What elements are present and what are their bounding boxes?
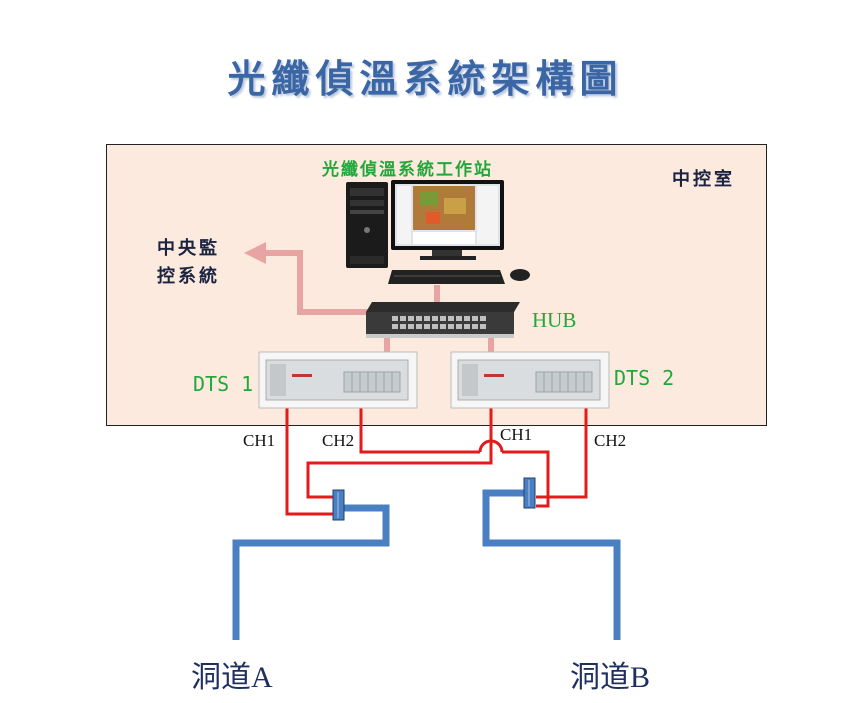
tunnel-b-label: 洞道B bbox=[570, 661, 651, 694]
hub-switch-icon bbox=[366, 302, 520, 338]
dts1-ch2-label: CH2 bbox=[322, 431, 355, 450]
coupler-b bbox=[523, 477, 536, 509]
dts2-ch2-fiber bbox=[536, 407, 588, 499]
tunnel-cables bbox=[232, 489, 621, 640]
fiber-lines bbox=[285, 407, 588, 516]
pc-tower-icon bbox=[346, 182, 388, 268]
hub-label: HUB bbox=[532, 308, 577, 332]
central-system-label-line1: 中央監 bbox=[157, 238, 220, 259]
coupler-a bbox=[332, 489, 345, 521]
hub-central-link bbox=[259, 250, 368, 315]
diagram-title: 光纖偵溫系統架構圖 bbox=[227, 56, 624, 101]
tunnel-a-cable bbox=[232, 504, 390, 640]
control-room-label: 中控室 bbox=[672, 169, 735, 190]
dts1-ch2-fiber-a bbox=[359, 407, 480, 454]
tunnel-a-label: 洞道A bbox=[191, 661, 273, 694]
dts1-unit-icon bbox=[258, 351, 418, 409]
dts1-ch1-label: CH1 bbox=[243, 431, 276, 450]
mouse-icon bbox=[510, 269, 530, 281]
dts2-ch1-fiber bbox=[306, 407, 493, 499]
dts2-unit-icon bbox=[450, 351, 610, 409]
central-system-label-line2: 控系統 bbox=[157, 266, 220, 287]
tunnel-b-cable bbox=[482, 489, 621, 640]
dts1-label: DTS 1 bbox=[193, 372, 254, 396]
dts2-ch2-label: CH2 bbox=[594, 431, 627, 450]
workstation-label: 光纖偵溫系統工作站 bbox=[322, 160, 493, 180]
dts2-ch1-label: CH1 bbox=[500, 425, 533, 444]
monitor-icon bbox=[391, 180, 504, 260]
dts1-ch1-fiber bbox=[285, 407, 333, 516]
dts2-label: DTS 2 bbox=[614, 366, 675, 390]
central-system-arrow bbox=[244, 242, 266, 264]
keyboard-icon bbox=[388, 270, 505, 284]
dts1-ch2-fiber-b bbox=[502, 450, 550, 508]
network-links bbox=[259, 250, 494, 355]
